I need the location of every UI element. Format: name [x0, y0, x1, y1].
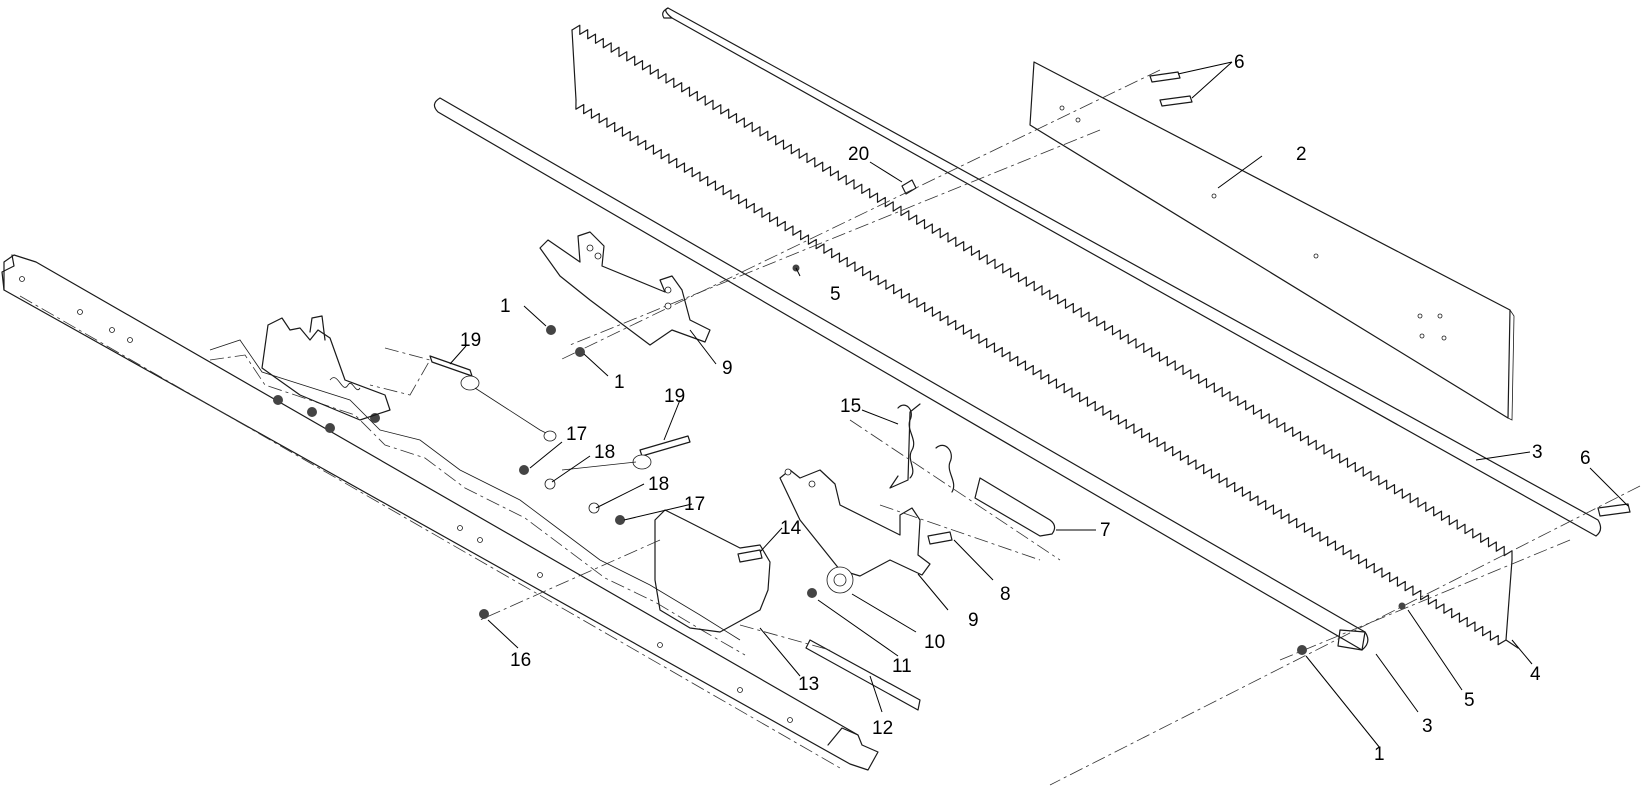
spring-bracket-lower — [479, 403, 1061, 711]
callout-4: 4 — [1530, 664, 1541, 685]
callout-5-top: 5 — [830, 284, 841, 305]
mount-bracket-upper — [539, 231, 711, 346]
callout-labels: 6 2 20 5 1 1 9 19 19 17 18 18 17 15 3 6 … — [460, 52, 1591, 765]
callout-17-upper: 17 — [566, 424, 587, 445]
callout-9-upper: 9 — [722, 358, 733, 379]
callout-16: 16 — [510, 650, 531, 671]
callout-14: 14 — [780, 518, 802, 539]
callout-13: 13 — [798, 674, 819, 695]
callout-9-lower: 9 — [968, 610, 979, 631]
callout-7: 7 — [1100, 520, 1111, 541]
back-bar-lower — [433, 97, 1369, 651]
rubber-flap — [1029, 61, 1515, 421]
callout-1-middle: 1 — [614, 372, 625, 393]
callout-20: 20 — [848, 144, 869, 165]
callout-1-lower: 1 — [1374, 744, 1385, 765]
callout-2: 2 — [1296, 144, 1307, 165]
callout-1-upper: 1 — [500, 296, 511, 317]
callout-15: 15 — [840, 396, 861, 417]
callout-12: 12 — [872, 718, 893, 739]
callout-6-right: 6 — [1580, 448, 1591, 469]
callout-18-upper: 18 — [594, 442, 615, 463]
callout-3-lower: 3 — [1422, 716, 1433, 737]
callout-17-lower: 17 — [684, 494, 705, 515]
callout-11: 11 — [892, 656, 912, 677]
callout-6-top: 6 — [1234, 52, 1245, 73]
callout-18-lower: 18 — [648, 474, 669, 495]
serrated-knife — [571, 24, 1519, 649]
leader-lines — [449, 61, 1629, 749]
frame-bracket-assembly — [261, 315, 431, 421]
callout-3-upper: 3 — [1532, 442, 1543, 463]
frame-rail — [1, 254, 879, 771]
callout-19-right: 19 — [664, 386, 685, 407]
callout-10: 10 — [924, 632, 945, 653]
callout-5-lower: 5 — [1464, 690, 1475, 711]
callout-8: 8 — [1000, 584, 1011, 605]
callout-19-left: 19 — [460, 330, 481, 351]
back-bar-upper — [662, 7, 1602, 537]
hardware-items — [429, 71, 1631, 655]
